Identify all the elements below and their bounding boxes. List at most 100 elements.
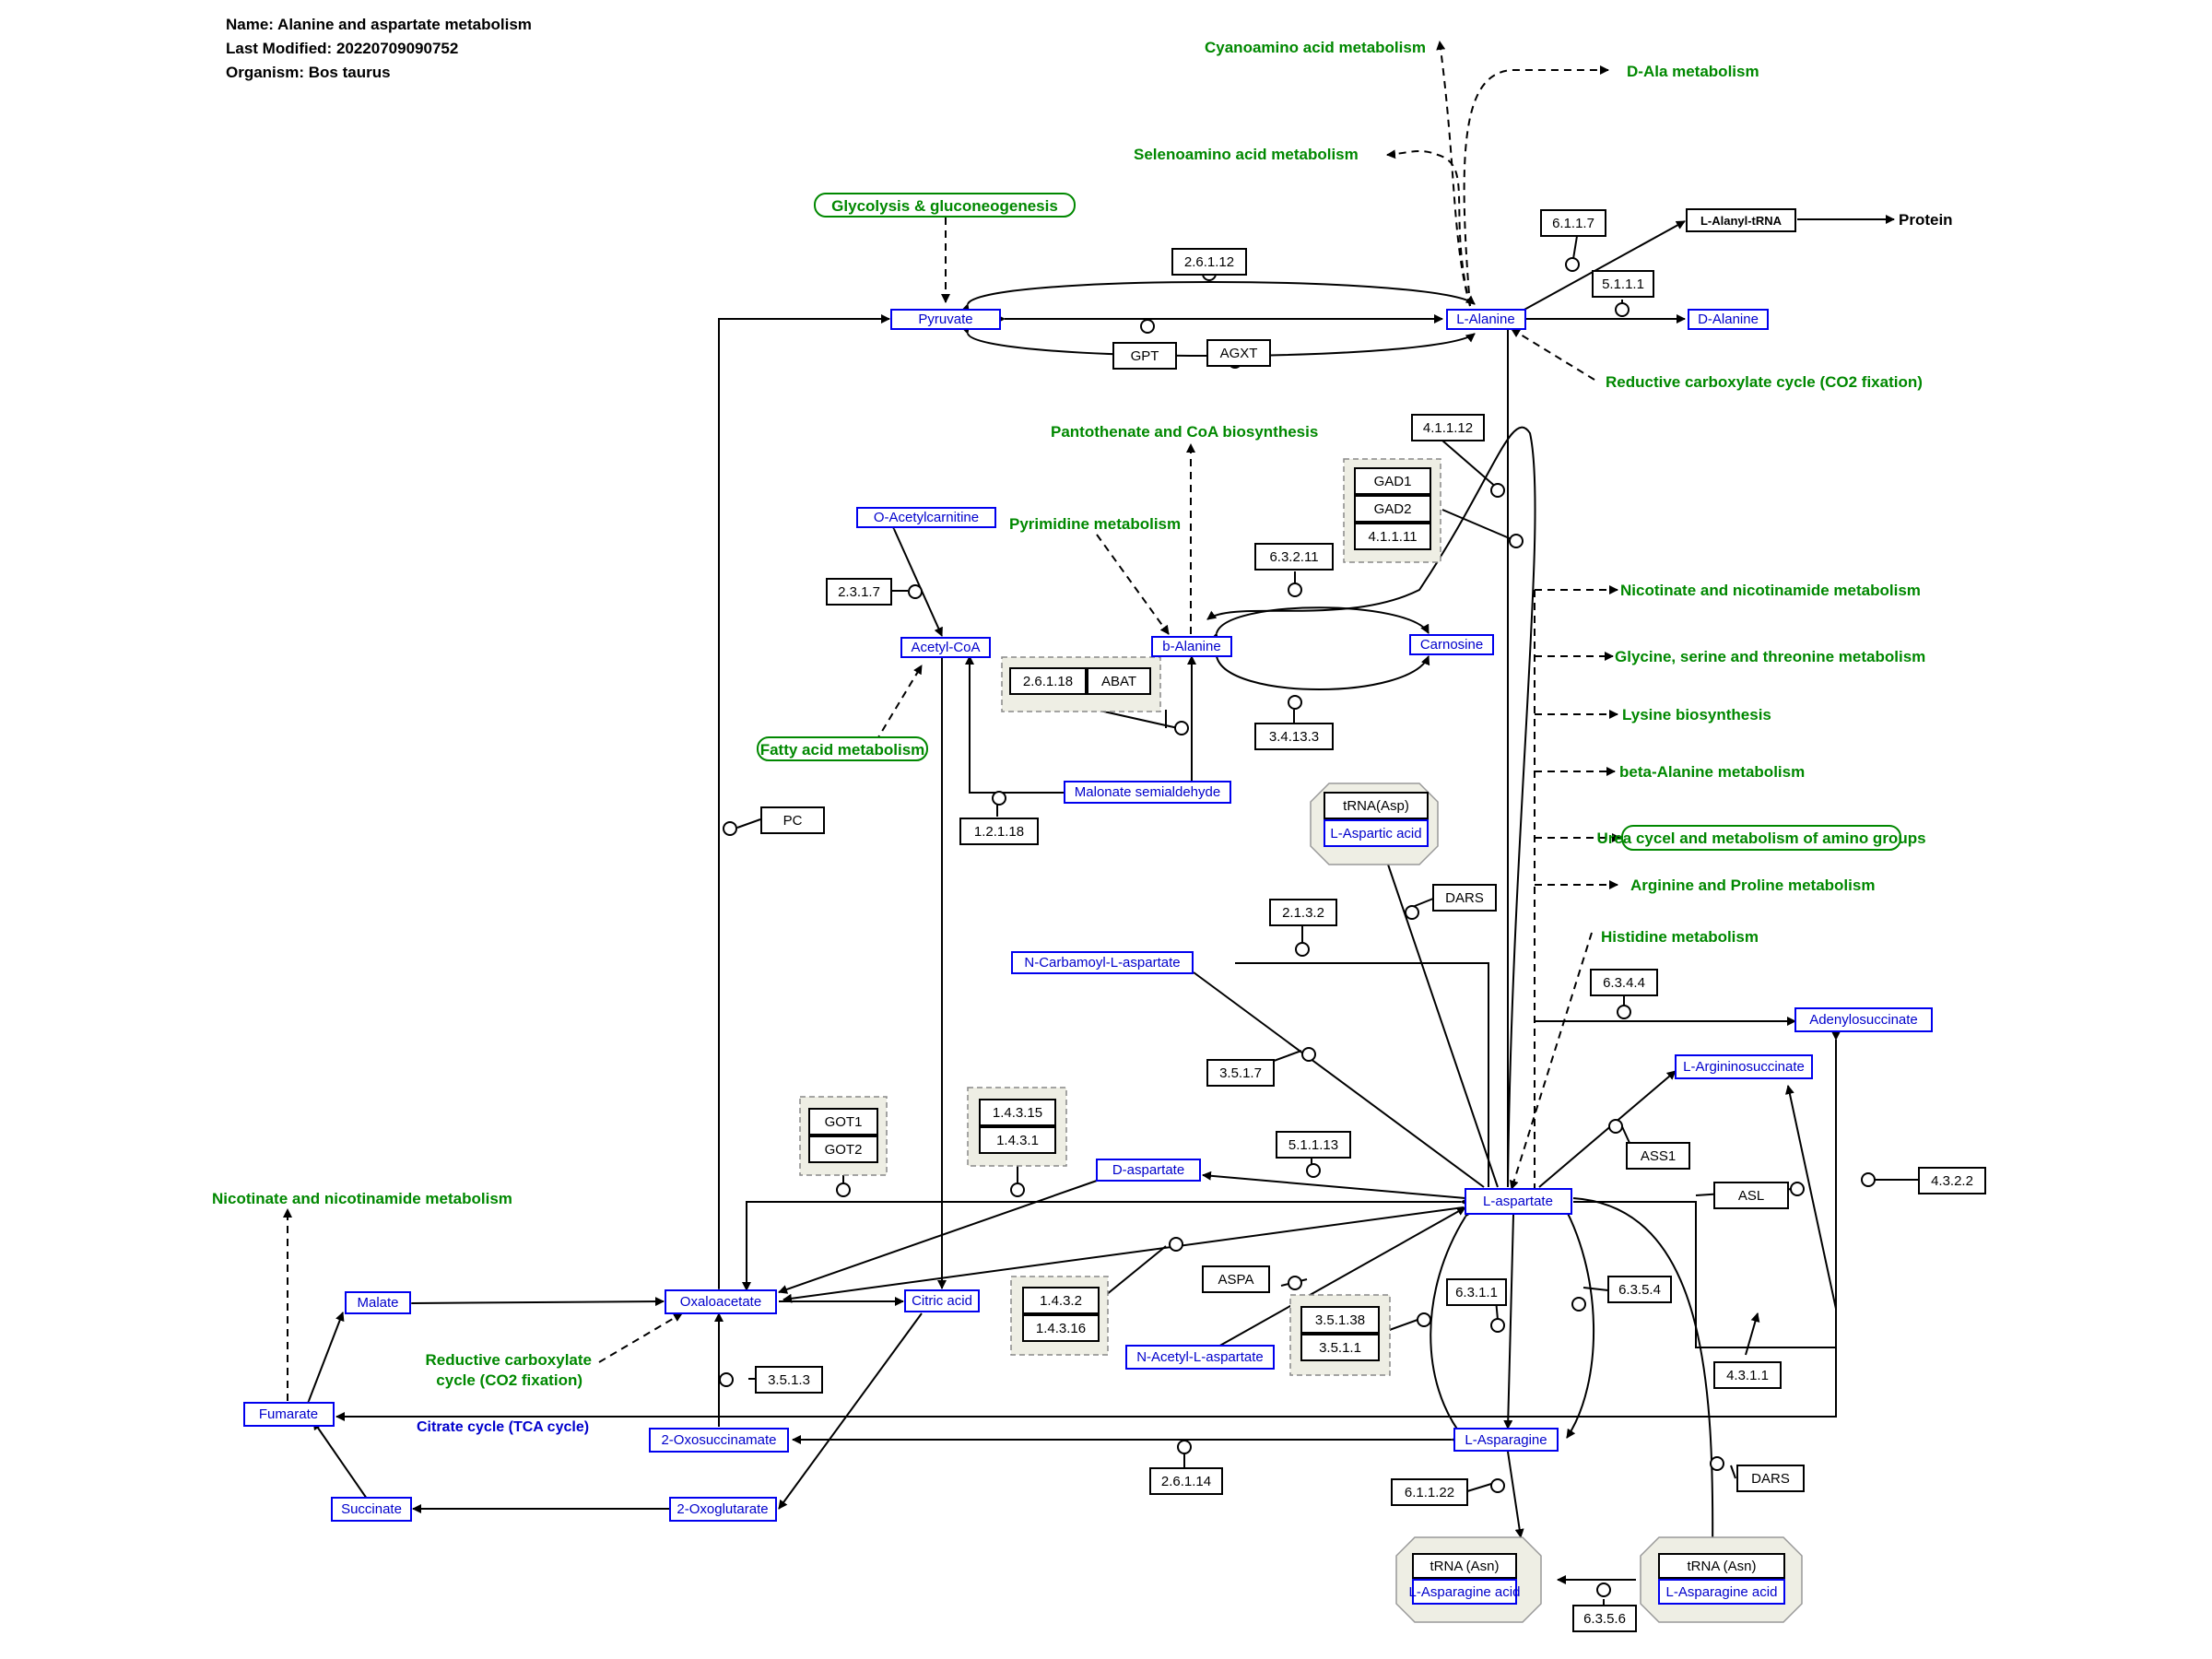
metabolite-2-oxosuccinamate[interactable]: 2-Oxosuccinamate <box>649 1428 789 1453</box>
metabolite-citric-acid[interactable]: Citric acid <box>904 1289 980 1312</box>
enzyme-5-1-1-13[interactable]: 5.1.1.13 <box>1276 1131 1351 1159</box>
enzyme-gad1[interactable]: GAD1 <box>1354 467 1431 495</box>
pathway-reductive-top[interactable]: Reductive carboxylate cycle (CO2 fixatio… <box>1606 373 1923 391</box>
enzyme-2-3-1-7[interactable]: 2.3.1.7 <box>826 578 892 606</box>
enzyme-3-5-1-7[interactable]: 3.5.1.7 <box>1206 1059 1275 1087</box>
metabolite-fumarate[interactable]: Fumarate <box>243 1402 335 1427</box>
enzyme-asl[interactable]: ASL <box>1713 1182 1789 1209</box>
citrate-cycle-label[interactable]: Citrate cycle (TCA cycle) <box>417 1419 589 1435</box>
metabolite-carnosine[interactable]: Carnosine <box>1409 634 1494 655</box>
pathway-beta-alanine[interactable]: beta-Alanine metabolism <box>1619 763 1805 781</box>
enzyme-4-3-1-1[interactable]: 4.3.1.1 <box>1713 1361 1782 1389</box>
pathway-reductive-left-2[interactable]: cycle (CO2 fixation) <box>436 1371 582 1389</box>
svg-text:6.1.1.7: 6.1.1.7 <box>1552 216 1594 231</box>
enzyme-3-4-13-3[interactable]: 3.4.13.3 <box>1254 723 1334 750</box>
metabolite-oxaloacetate[interactable]: Oxaloacetate <box>665 1289 777 1314</box>
enzyme-6-3-2-11[interactable]: 6.3.2.11 <box>1254 543 1334 571</box>
metabolite-o-acetylcarnitine[interactable]: O-Acetylcarnitine <box>856 507 996 528</box>
metabolite-malate[interactable]: Malate <box>345 1291 411 1314</box>
svg-text:N-Carbamoyl-L-aspartate: N-Carbamoyl-L-aspartate <box>1024 955 1180 971</box>
metabolite-adenylosuccinate[interactable]: Adenylosuccinate <box>1794 1007 1933 1032</box>
enzyme-4-3-2-2[interactable]: 4.3.2.2 <box>1918 1167 1986 1194</box>
pathway-glycine[interactable]: Glycine, serine and threonine metabolism <box>1615 648 1925 665</box>
svg-text:N-Acetyl-L-aspartate: N-Acetyl-L-aspartate <box>1136 1349 1264 1365</box>
svg-text:2-Oxosuccinamate: 2-Oxosuccinamate <box>661 1432 776 1448</box>
enzyme-abat[interactable]: ABAT <box>1087 667 1151 695</box>
enzyme-trna-asp[interactable]: tRNA(Asp) <box>1324 792 1429 819</box>
svg-text:2-Oxoglutarate: 2-Oxoglutarate <box>677 1501 768 1517</box>
pathway-cyanoamino[interactable]: Cyanoamino acid metabolism <box>1205 39 1426 56</box>
enzyme-3-5-1-38[interactable]: 3.5.1.38 <box>1300 1306 1380 1334</box>
metabolite-n-acetyl-l-aspartate[interactable]: N-Acetyl-L-aspartate <box>1125 1345 1275 1370</box>
enzyme-agxt[interactable]: AGXT <box>1206 339 1271 367</box>
pathway-fatty-acid[interactable]: Fatty acid metabolism <box>757 736 928 761</box>
pathway-histidine[interactable]: Histidine metabolism <box>1601 928 1759 946</box>
metabolite-l-alanine[interactable]: L-Alanine <box>1446 309 1526 330</box>
enzyme-ass1[interactable]: ASS1 <box>1626 1142 1690 1170</box>
metabolite-succinate[interactable]: Succinate <box>331 1497 412 1522</box>
enzyme-1-4-3-16[interactable]: 1.4.3.16 <box>1022 1314 1100 1342</box>
metabolite-l-asparagine-acid-1[interactable]: L-Asparagine acid <box>1409 1579 1521 1605</box>
enzyme-aspa[interactable]: ASPA <box>1202 1265 1270 1293</box>
metabolite-b-alanine[interactable]: b-Alanine <box>1151 636 1232 657</box>
pathway-reductive-left-1[interactable]: Reductive carboxylate <box>426 1351 592 1369</box>
pathway-selenoamino[interactable]: Selenoamino acid metabolism <box>1134 146 1359 163</box>
enzyme-2-6-1-12[interactable]: 2.6.1.12 <box>1171 248 1247 276</box>
enzyme-6-1-1-22[interactable]: 6.1.1.22 <box>1391 1478 1468 1506</box>
enzyme-2-6-1-18[interactable]: 2.6.1.18 <box>1009 667 1087 695</box>
svg-text:D-Alanine: D-Alanine <box>1698 312 1759 327</box>
pathway-urea[interactable]: Urea cycel and metabolism of amino group… <box>1596 825 1926 851</box>
metabolite-l-aspartic-acid[interactable]: L-Aspartic acid <box>1324 819 1429 847</box>
enzyme-6-3-5-6[interactable]: 6.3.5.6 <box>1572 1605 1637 1632</box>
enzyme-pc[interactable]: PC <box>760 806 825 834</box>
enzyme-trna-asn-1[interactable]: tRNA (Asn) <box>1412 1553 1517 1579</box>
enzyme-dars-1[interactable]: DARS <box>1432 884 1497 912</box>
pathway-arginine[interactable]: Arginine and Proline metabolism <box>1630 877 1875 894</box>
metabolite-l-asparagine-acid-2[interactable]: L-Asparagine acid <box>1658 1579 1785 1605</box>
pathway-d-ala[interactable]: D-Ala metabolism <box>1627 63 1759 80</box>
l-alanyl-trna-node[interactable]: L-Alanyl-tRNA <box>1686 208 1796 232</box>
svg-text:Urea cycel and metabolism of a: Urea cycel and metabolism of amino group… <box>1596 830 1925 847</box>
svg-text:Pyruvate: Pyruvate <box>918 312 972 327</box>
enzyme-6-3-4-4[interactable]: 6.3.4.4 <box>1590 969 1658 996</box>
enzyme-2-6-1-14[interactable]: 2.6.1.14 <box>1149 1467 1223 1495</box>
enzyme-1-2-1-18[interactable]: 1.2.1.18 <box>959 818 1039 845</box>
enzyme-1-4-3-15[interactable]: 1.4.3.15 <box>979 1099 1056 1126</box>
enzyme-got2[interactable]: GOT2 <box>808 1135 878 1163</box>
enzyme-6-1-1-7[interactable]: 6.1.1.7 <box>1540 209 1606 237</box>
pathway-pantothenate[interactable]: Pantothenate and CoA biosynthesis <box>1051 423 1318 441</box>
enzyme-5-1-1-1[interactable]: 5.1.1.1 <box>1592 270 1654 298</box>
enzyme-4-1-1-12[interactable]: 4.1.1.12 <box>1411 414 1485 441</box>
enzyme-1-4-3-2[interactable]: 1.4.3.2 <box>1022 1287 1100 1314</box>
enzyme-3-5-1-3[interactable]: 3.5.1.3 <box>755 1366 823 1394</box>
enzyme-trna-asn-2[interactable]: tRNA (Asn) <box>1658 1553 1785 1579</box>
pathway-nicotinate-right[interactable]: Nicotinate and nicotinamide metabolism <box>1620 582 1921 599</box>
protein-label: Protein <box>1899 211 1953 229</box>
enzyme-1-4-3-1[interactable]: 1.4.3.1 <box>979 1126 1056 1154</box>
metabolite-pyruvate[interactable]: Pyruvate <box>890 309 1001 330</box>
metabolite-d-alanine[interactable]: D-Alanine <box>1688 309 1769 330</box>
pathway-lysine[interactable]: Lysine biosynthesis <box>1622 706 1771 724</box>
enzyme-gpt[interactable]: GPT <box>1112 342 1177 370</box>
pathway-nicotinate-left[interactable]: Nicotinate and nicotinamide metabolism <box>212 1190 512 1207</box>
svg-text:2.6.1.14: 2.6.1.14 <box>1161 1474 1211 1489</box>
svg-text:4.1.1.12: 4.1.1.12 <box>1423 420 1473 436</box>
enzyme-6-3-1-1[interactable]: 6.3.1.1 <box>1446 1278 1507 1306</box>
enzyme-4-1-1-11[interactable]: 4.1.1.11 <box>1354 523 1431 550</box>
enzyme-got1[interactable]: GOT1 <box>808 1108 878 1135</box>
metabolite-d-aspartate[interactable]: D-aspartate <box>1096 1159 1201 1182</box>
enzyme-gad2[interactable]: GAD2 <box>1354 495 1431 523</box>
enzyme-6-3-5-4[interactable]: 6.3.5.4 <box>1607 1276 1672 1303</box>
metabolite-acetyl-coa[interactable]: Acetyl-CoA <box>900 637 991 658</box>
metabolite-l-asparagine[interactable]: L-Asparagine <box>1453 1428 1559 1452</box>
metabolite-l-aspartate[interactable]: L-aspartate <box>1465 1188 1572 1215</box>
enzyme-dars-2[interactable]: DARS <box>1736 1465 1805 1492</box>
metabolite-l-argininosuccinate[interactable]: L-Argininosuccinate <box>1675 1054 1813 1079</box>
pathway-pyrimidine[interactable]: Pyrimidine metabolism <box>1009 515 1181 533</box>
metabolite-n-carbamoyl-l-aspartate[interactable]: N-Carbamoyl-L-aspartate <box>1011 951 1194 974</box>
enzyme-2-1-3-2[interactable]: 2.1.3.2 <box>1269 899 1337 926</box>
metabolite-2-oxoglutarate[interactable]: 2-Oxoglutarate <box>669 1497 777 1522</box>
pathway-glycolysis[interactable]: Glycolysis & gluconeogenesis <box>814 193 1076 218</box>
enzyme-3-5-1-1[interactable]: 3.5.1.1 <box>1300 1334 1380 1361</box>
metabolite-malonate-semialdehyde[interactable]: Malonate semialdehyde <box>1064 781 1231 804</box>
